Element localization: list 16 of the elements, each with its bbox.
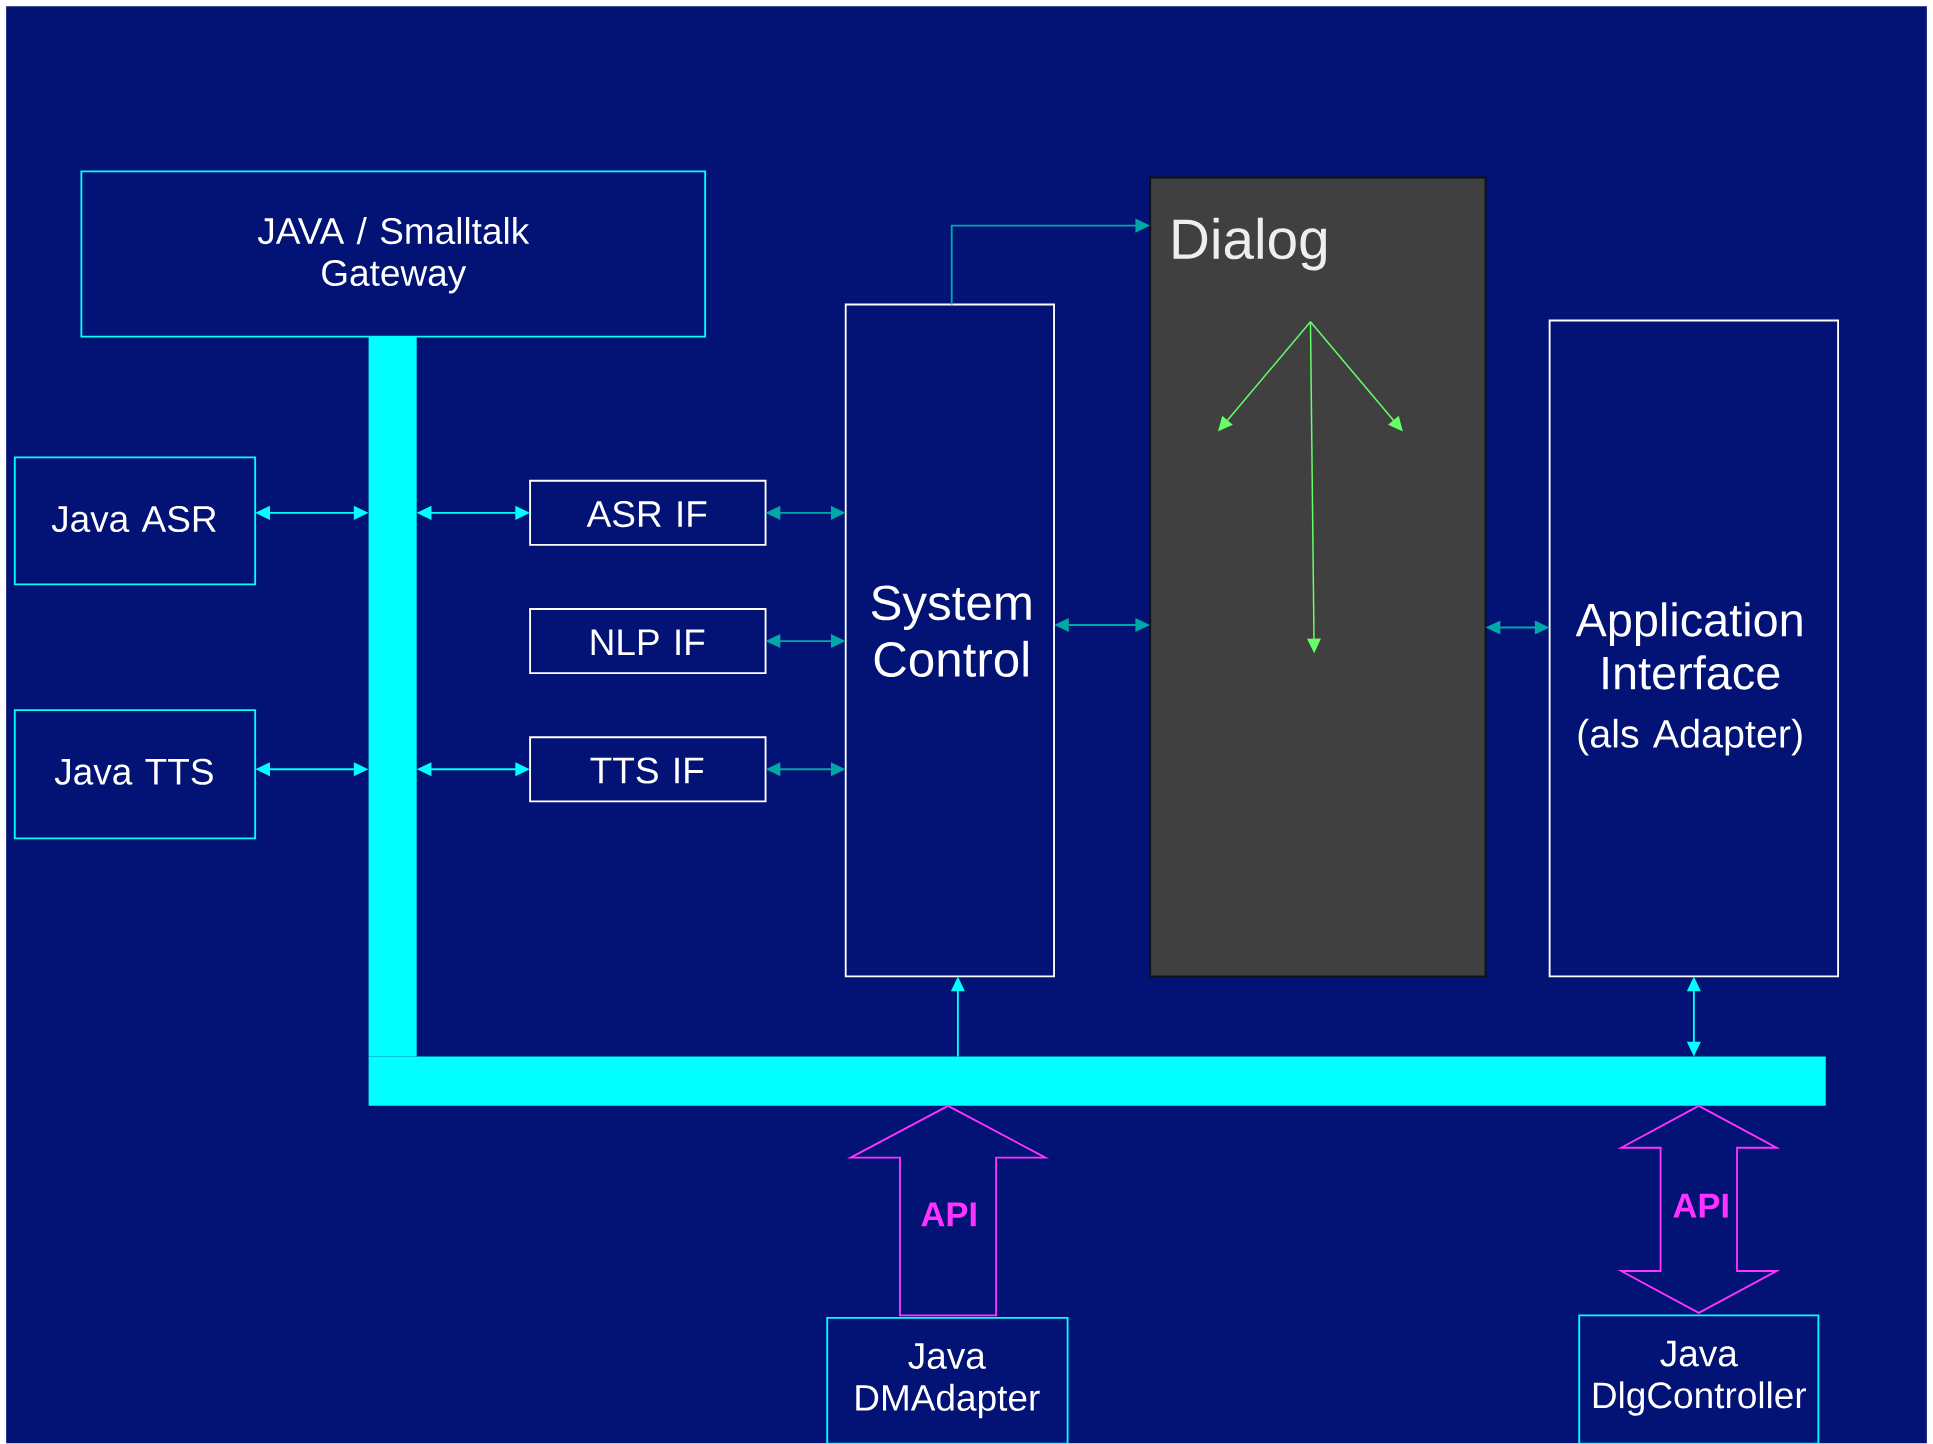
api-arrow: [1617, 1104, 1781, 1315]
control-box: System Control: [844, 303, 1055, 978]
edge-label: API: [1673, 1194, 1728, 1218]
component-box: Java ASR: [13, 456, 257, 586]
edge-label: API: [921, 1202, 976, 1227]
interface-box: ASR IF: [529, 480, 767, 547]
bus-bar: [368, 336, 417, 1057]
dialog-panel: Dialog: [1149, 176, 1487, 978]
interface-box: NLP IF: [529, 608, 767, 675]
component-box: Java DMAdapter: [826, 1317, 1069, 1444]
component-box: Java TTS: [13, 709, 257, 840]
interface-box: TTS IF: [529, 736, 767, 803]
adapter-box: Application Interface (als Adapter): [1548, 319, 1840, 978]
api-arrow: [846, 1105, 1050, 1317]
gateway-box: JAVA / Smalltalk Gateway: [80, 170, 707, 338]
component-box: Java DlgController: [1578, 1314, 1820, 1444]
